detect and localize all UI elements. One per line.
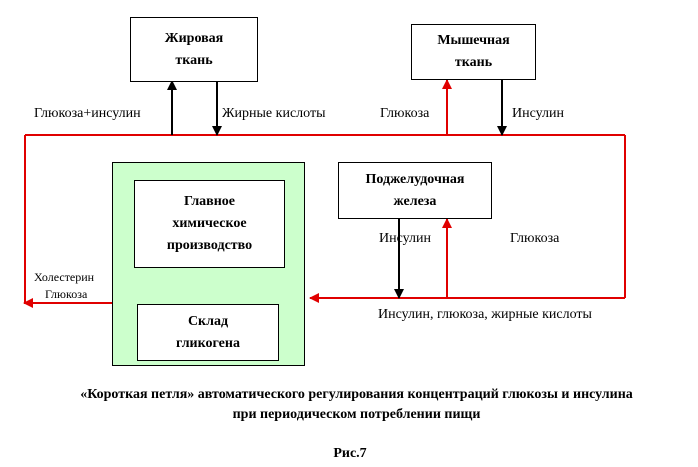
adipose-tissue-label: Жировая ткань [164, 30, 224, 68]
glucose-left-label: Глюкоза [45, 287, 88, 301]
glycogen-storage-label: Склад гликогена [176, 313, 240, 351]
caption-line-2: при периодическом потреблении пищи [232, 407, 481, 422]
glycogen-storage-box: Склад гликогена [137, 304, 279, 361]
glucose-muscle-label: Глюкоза [380, 106, 430, 121]
caption-line-1: «Короткая петля» автоматического регулир… [80, 387, 633, 402]
pancreas-label: Поджелудочная железа [365, 171, 465, 209]
bottom-substances-label: Инсулин, глюкоза, жирные кислоты [378, 307, 592, 322]
glucose-pancreas-label: Глюкоза [510, 231, 560, 246]
red-loop [23, 79, 626, 308]
fatty-acids-label: Жирные кислоты [222, 106, 326, 121]
cholesterol-label: Холестерин [34, 270, 95, 284]
adipose-tissue-box: Жировая ткань [130, 17, 258, 82]
glucose-insulin-label: Глюкоза+инсулин [34, 106, 141, 121]
muscle-tissue-box: Мышечная ткань [411, 24, 536, 80]
insulin-pancreas-label: Инсулин [379, 231, 431, 246]
pancreas-box: Поджелудочная железа [338, 162, 492, 219]
main-chemical-production-box: Главное химическое производство [134, 180, 285, 268]
main-chemical-production-label: Главное химическое производство [166, 194, 253, 253]
muscle-tissue-label: Мышечная ткань [437, 33, 510, 70]
black-arrows [167, 80, 507, 299]
figure-number: Рис.7 [333, 446, 367, 461]
insulin-muscle-label: Инсулин [512, 106, 564, 121]
